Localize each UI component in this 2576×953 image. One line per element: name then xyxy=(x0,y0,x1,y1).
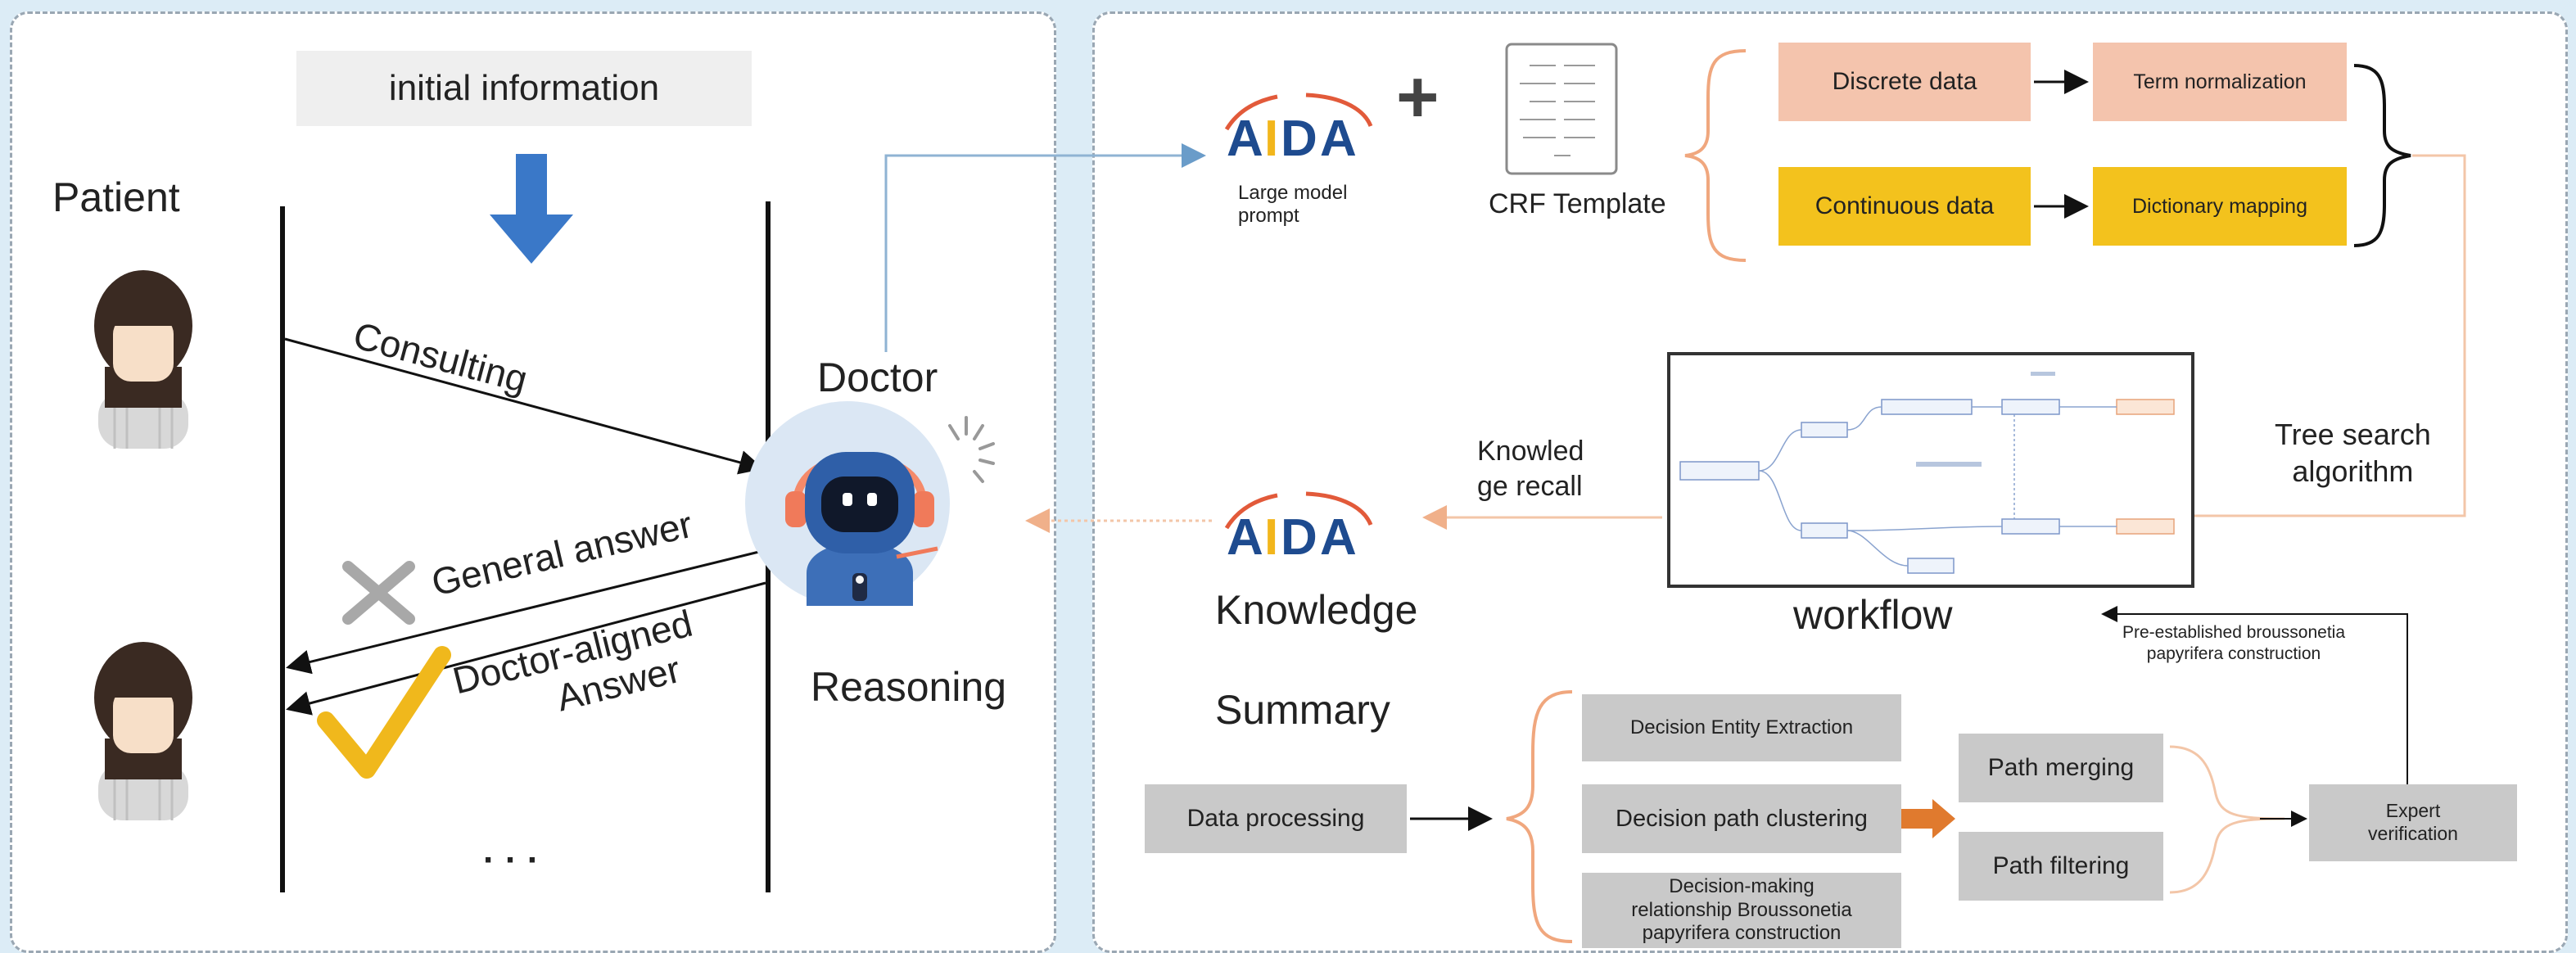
down-arrow-icon xyxy=(490,154,573,264)
merge-brace xyxy=(2169,745,2285,894)
left-brace xyxy=(1684,49,1747,262)
prompt-connector xyxy=(884,143,1206,352)
crf-template-label: CRF Template xyxy=(1489,188,1666,219)
term-normalization-box: Term normalization xyxy=(2093,43,2347,121)
decision-path-clustering-box: Decision path clustering xyxy=(1582,784,1901,853)
doctor-aligned-arrow xyxy=(286,581,766,716)
svg-text:A: A xyxy=(1227,509,1263,566)
check-icon xyxy=(317,646,451,779)
pre-established-label: Pre-established broussonetia papyrifera … xyxy=(2122,623,2345,664)
document-icon xyxy=(1505,43,1618,175)
workflow-diagram-image xyxy=(1667,352,2194,588)
discrete-data-box: Discrete data xyxy=(1778,43,2031,121)
general-answer-arrow xyxy=(286,549,766,675)
orange-block-arrow xyxy=(1901,799,1955,838)
svg-text:D: D xyxy=(1281,509,1317,566)
consulting-arrow xyxy=(284,337,764,475)
summary-label: Summary xyxy=(1215,687,1390,733)
decision-making-box: Decision-making relationship Broussoneti… xyxy=(1582,873,1901,948)
decision-entity-extraction-box: Decision Entity Extraction xyxy=(1582,694,1901,761)
plus-icon: + xyxy=(1396,56,1439,138)
svg-text:A: A xyxy=(1320,111,1357,167)
svg-text:I: I xyxy=(1264,509,1278,566)
knowledge-label: Knowledge xyxy=(1215,587,1418,633)
aida-knowledge-logo-icon: A I D A xyxy=(1224,491,1373,566)
data-processing-box: Data processing xyxy=(1145,784,1407,853)
svg-text:D: D xyxy=(1281,111,1317,167)
svg-text:A: A xyxy=(1227,111,1263,167)
decision-brace xyxy=(1506,690,1573,943)
right-brace xyxy=(2353,64,2411,247)
path-filtering-box: Path filtering xyxy=(1959,832,2163,901)
robot-doctor-icon xyxy=(745,401,995,606)
initial-information-box: initial information xyxy=(296,51,752,126)
reasoning-label: Reasoning xyxy=(811,664,1007,710)
path-merging-box: Path merging xyxy=(1959,734,2163,802)
ellipsis: · · · xyxy=(483,840,540,880)
expert-verification-box: Expert verification xyxy=(2309,784,2517,861)
patient-label: Patient xyxy=(52,174,180,220)
patient-avatar-icon-2 xyxy=(94,642,192,820)
workflow-tree-thumbnail xyxy=(1679,372,2175,574)
expert-to-workflow-connector xyxy=(2101,606,2408,786)
tree-search-label: Tree search algorithm xyxy=(2275,418,2431,488)
patient-avatar-icon xyxy=(94,270,192,449)
svg-text:A: A xyxy=(1320,509,1357,566)
continuous-data-box: Continuous data xyxy=(1778,167,2031,246)
workflow-label: workflow xyxy=(1793,592,1953,638)
large-model-prompt-label: Large model prompt xyxy=(1238,182,1348,227)
knowledge-recall-label: Knowled ge recall xyxy=(1477,436,1584,502)
cross-icon xyxy=(342,561,415,625)
svg-text:I: I xyxy=(1264,111,1278,167)
aida-logo-icon: A I D A xyxy=(1224,93,1373,167)
doctor-label: Doctor xyxy=(817,355,938,400)
dictionary-mapping-box: Dictionary mapping xyxy=(2093,167,2347,246)
tree-search-connector xyxy=(2194,154,2466,517)
